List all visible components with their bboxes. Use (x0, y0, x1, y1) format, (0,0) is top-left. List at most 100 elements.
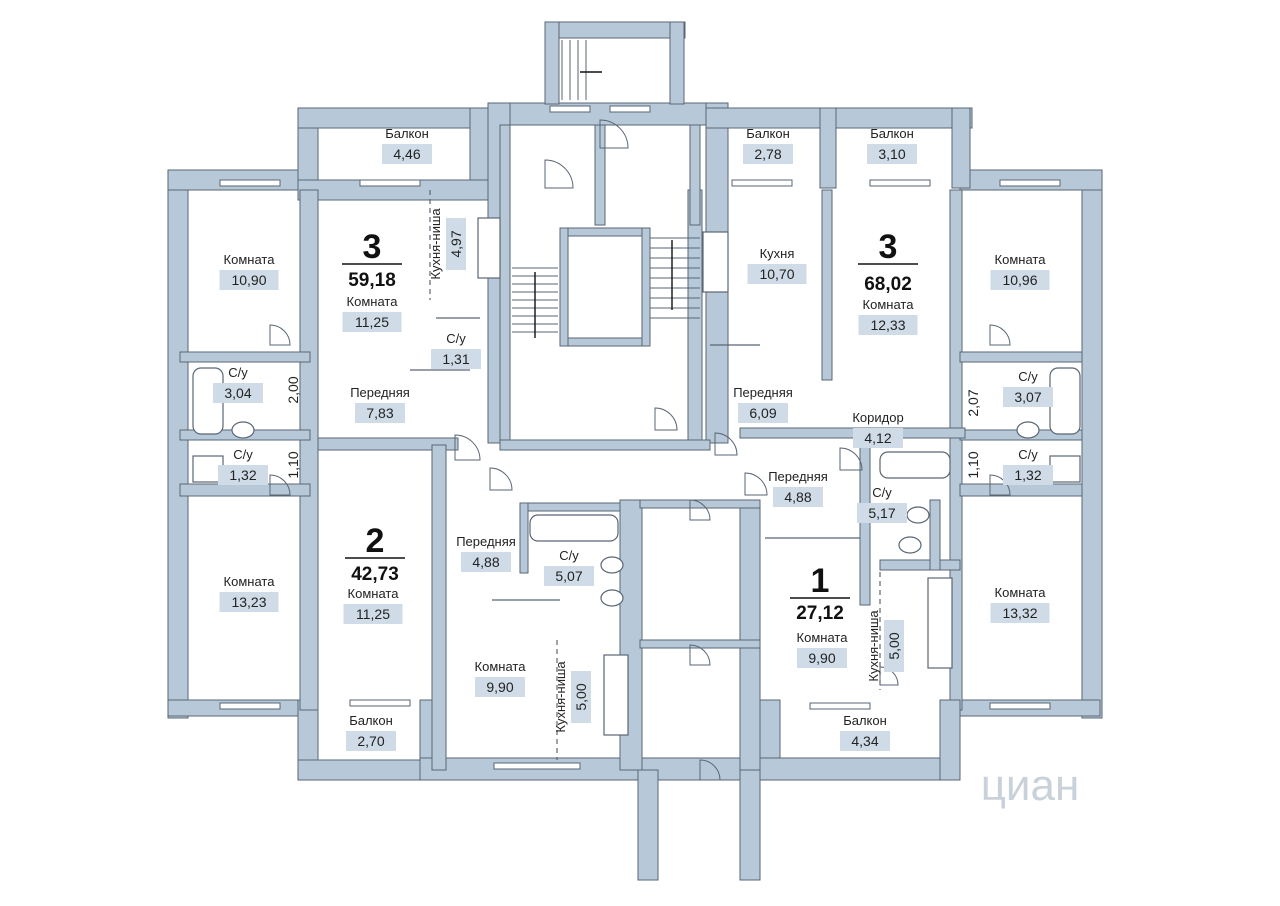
room-name: Комната (995, 252, 1047, 267)
door-swing (989, 324, 1011, 346)
room-name: Комната (224, 574, 276, 589)
wall (959, 483, 1083, 497)
room-area: 7,83 (366, 405, 393, 421)
wall (179, 351, 311, 363)
room-name: Кухня (760, 246, 795, 261)
wall (431, 444, 447, 771)
room-name: Комната (995, 585, 1047, 600)
room-label: Передняя 4,88 (768, 469, 828, 507)
room-area: 5,07 (555, 568, 582, 584)
room-area-tag (857, 503, 907, 523)
window (359, 179, 421, 187)
watermark: циан (981, 761, 1080, 810)
wall (559, 227, 569, 347)
toilet (600, 556, 624, 574)
wall (297, 759, 425, 781)
dim-label: 1,10 (965, 451, 981, 478)
room-name: Передняя (733, 385, 793, 400)
room-area-tag (219, 592, 279, 612)
room-area-tag (446, 218, 466, 270)
room-area-tag (343, 604, 403, 624)
room-area-tag (218, 465, 268, 485)
room-label: С/у 5,17 (857, 485, 907, 523)
apartment-label-3-left: 3 59,18 (342, 228, 402, 291)
door-swing (699, 759, 721, 781)
room-area: 10,90 (231, 272, 266, 288)
room-label: С/у1,32 (1003, 447, 1053, 485)
room-name: С/у (872, 485, 892, 500)
dim-label: 1,10 (285, 451, 301, 478)
room-area-tag (884, 620, 904, 672)
door-swing (689, 499, 711, 521)
room-name: Комната (347, 294, 399, 309)
room-name: Балкон (385, 126, 429, 141)
wall (559, 337, 651, 347)
room-name: С/у (233, 447, 253, 462)
wall (959, 351, 1083, 363)
wall (929, 499, 941, 571)
room-label: С/у5,07 (544, 548, 594, 586)
wall (639, 499, 761, 509)
room-area: 4,88 (784, 489, 811, 505)
room-label: Комната 11,25 (342, 294, 402, 332)
dimension-labels: 2,00 1,10 2,07 1,10 (285, 376, 981, 478)
wall (297, 107, 489, 129)
room-area: 2,78 (754, 146, 781, 162)
door-swing (654, 407, 678, 431)
wall (519, 502, 621, 512)
toilet (231, 421, 255, 439)
room-area-tag (475, 677, 525, 697)
apartment-label-1: 1 27,12 (790, 562, 850, 624)
room-area: 4,97 (448, 230, 464, 257)
room-label: Передняя 7,83 (350, 385, 410, 423)
room-label: Балкон 4,46 (382, 126, 432, 164)
room-area-tag (346, 731, 396, 751)
room-area-tag (853, 428, 903, 448)
toilet (898, 536, 922, 554)
room-area: 2,70 (357, 733, 384, 749)
kitchen-unit (603, 654, 629, 736)
apartment-rooms: 2 (366, 522, 385, 560)
room-area-tag (213, 383, 263, 403)
apartment-label-2: 2 42,73 (345, 522, 405, 585)
kitchen-unit (927, 577, 953, 669)
window (493, 762, 581, 770)
room-area: 11,25 (355, 314, 389, 330)
room-name: Кухня-ниша (553, 661, 568, 733)
wall (739, 427, 966, 439)
room-name: Передняя (350, 385, 410, 400)
room-area: 4,46 (393, 146, 420, 162)
room-label: С/у1,31 (431, 331, 481, 369)
door-swing (714, 432, 738, 456)
toilet (906, 506, 930, 524)
window (549, 105, 591, 113)
room-area-tag (431, 349, 481, 369)
door-swing (454, 434, 481, 461)
wall (819, 107, 973, 129)
bathtub (1049, 367, 1081, 435)
room-area-tag (219, 270, 279, 290)
room-name: Комната (348, 586, 400, 601)
room-area-tag (1003, 387, 1053, 407)
wall (689, 124, 701, 226)
toilet (600, 589, 624, 607)
kitchen-unit (702, 231, 729, 293)
room-area: 4,88 (472, 554, 499, 570)
room-area: 6,09 (749, 405, 776, 421)
room-area-tag (858, 315, 918, 335)
room-name: Передняя (768, 469, 828, 484)
wall (1081, 169, 1103, 719)
room-area-tag (738, 403, 788, 423)
room-area: 5,17 (868, 505, 895, 521)
apartment-area: 59,18 (348, 270, 396, 291)
wall (637, 769, 659, 881)
apartment-rooms: 3 (879, 228, 898, 266)
room-name: Комната (224, 252, 276, 267)
